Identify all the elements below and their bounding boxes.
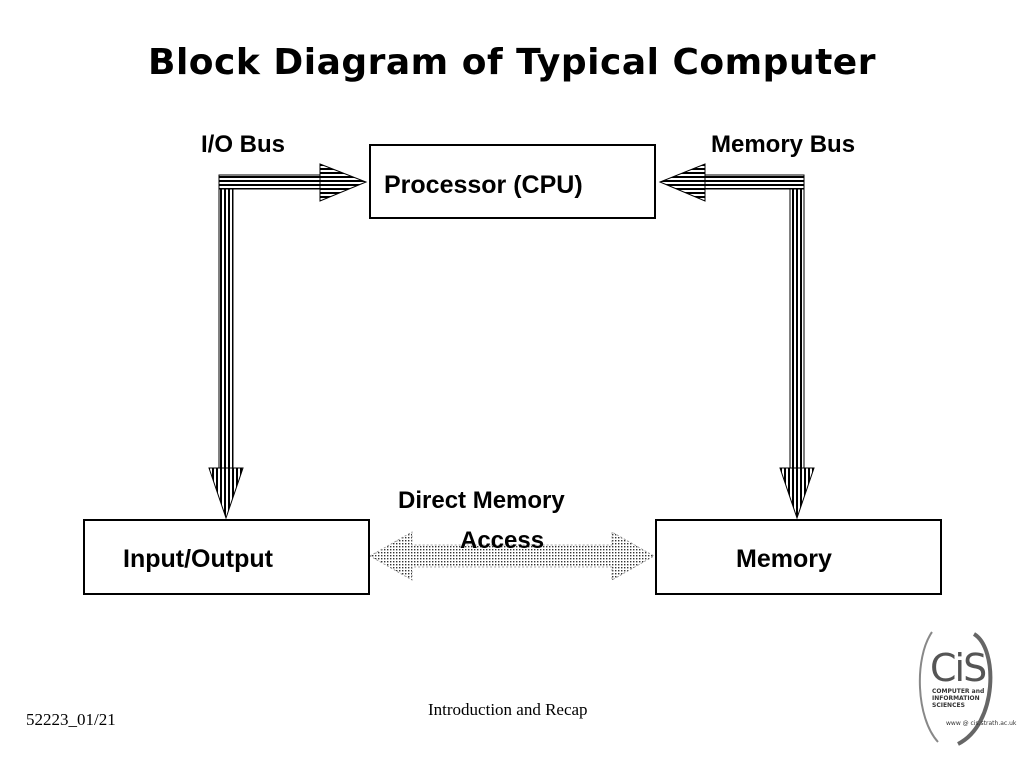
io-bus-label: I/O Bus [201,131,286,158]
cis-logo: CiS COMPUTER and INFORMATION SCIENCES ww… [918,628,1016,748]
memory-bus-arrow [658,163,815,520]
logo-subtitle: COMPUTER and INFORMATION SCIENCES [932,688,985,709]
logo-url: www @ cis.strath.ac.uk [946,720,1017,727]
footer-title: Introduction and Recap [428,700,588,719]
logo-mark: CiS [930,646,987,690]
dma-label-line2: Access [460,527,545,554]
io-bus-arrow [208,163,368,520]
dma-label-line1: Direct Memory [398,487,565,514]
memory-label: Memory [736,545,832,573]
page-title: Block Diagram of Typical Computer [148,42,876,83]
processor-label: Processor (CPU) [384,171,583,199]
memory-block: Memory [655,519,942,595]
input-output-label: Input/Output [123,545,273,573]
dma-double-arrow [369,531,655,581]
input-output-block: Input/Output [83,519,370,595]
slide-code: 52223_01/21 [26,710,116,729]
processor-block: Processor (CPU) [369,144,656,219]
memory-bus-label: Memory Bus [711,131,856,158]
